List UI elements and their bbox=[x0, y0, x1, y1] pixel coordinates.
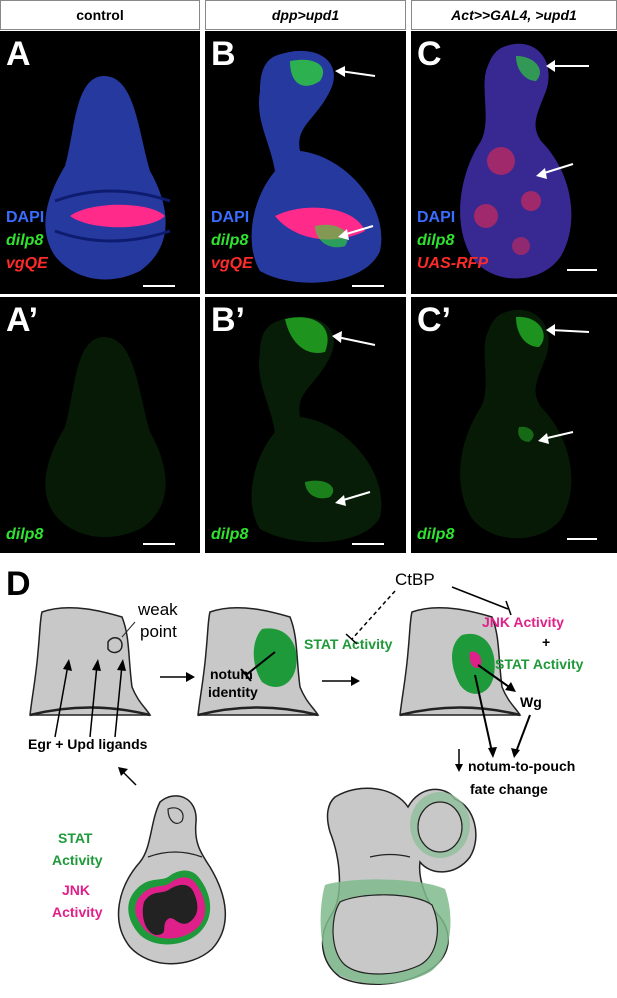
stain-vgqe: vgQE bbox=[211, 255, 253, 272]
stat-activity-label: STAT Activity bbox=[304, 636, 393, 652]
disc-stage-3: JNK Activity + STAT Activity Wg bbox=[399, 606, 584, 758]
panel-c-prime: C’ dilp8 bbox=[411, 297, 617, 553]
legend-jnk-1: JNK bbox=[62, 882, 90, 898]
stain-dilp8: dilp8 bbox=[417, 232, 455, 249]
fate-change-label-1: notum-to-pouch bbox=[468, 758, 575, 774]
panel-a: A DAPI dilp8 vgQE bbox=[0, 31, 200, 294]
stain-dilp8: dilp8 bbox=[417, 526, 455, 543]
stain-dapi: DAPI bbox=[211, 209, 250, 226]
header-dpp-upd1: dpp>upd1 bbox=[205, 0, 406, 30]
disc-image-b bbox=[251, 50, 382, 283]
scale-bar bbox=[567, 269, 597, 271]
disc-stage-1: weak point Egr + Upd ligands bbox=[28, 600, 178, 752]
stain-uas-rfp: UAS-RFP bbox=[417, 255, 489, 272]
weak-point-label-2: point bbox=[140, 622, 177, 641]
panel-c: C DAPI dilp8 UAS-RFP bbox=[411, 31, 617, 294]
wg-label: Wg bbox=[520, 694, 542, 710]
legend-jnk-2: Activity bbox=[52, 904, 103, 920]
fate-change-label-2: fate change bbox=[470, 781, 548, 797]
disc-fate-change bbox=[320, 787, 477, 985]
scale-bar bbox=[352, 285, 384, 287]
notum-label-2: identity bbox=[208, 684, 258, 700]
header-control: control bbox=[0, 0, 200, 30]
stain-dilp8: dilp8 bbox=[6, 232, 44, 249]
panel-b-label: B bbox=[211, 35, 236, 73]
stain-dapi: DAPI bbox=[6, 209, 45, 226]
disc-stage-0: STAT Activity JNK Activity bbox=[52, 795, 226, 965]
stain-dilp8: dilp8 bbox=[211, 232, 249, 249]
weak-point-label-1: weak bbox=[137, 600, 178, 619]
disc-image-b-prime bbox=[251, 316, 382, 543]
disc-image-c-prime bbox=[460, 309, 590, 539]
diagram-label: D bbox=[6, 565, 31, 603]
plus-label: + bbox=[542, 634, 550, 650]
panel-c-label: C bbox=[417, 35, 442, 73]
scale-bar bbox=[143, 285, 175, 287]
stain-dilp8: dilp8 bbox=[211, 526, 249, 543]
disc-stage-2: STAT Activity notum identity bbox=[197, 606, 393, 717]
legend-stat-2: Activity bbox=[52, 852, 103, 868]
header-act-gal4-upd1: Act>>GAL4, >upd1 bbox=[411, 0, 617, 30]
panel-a-prime-label: A’ bbox=[6, 301, 39, 339]
notum-label-1: notum bbox=[210, 666, 253, 682]
stain-dapi: DAPI bbox=[417, 209, 456, 226]
panel-a-prime: A’ dilp8 bbox=[0, 297, 200, 553]
diagram-d: D weak point Egr + Upd ligands STAT Acti… bbox=[0, 557, 617, 998]
jnk-activity-label: JNK Activity bbox=[482, 614, 564, 630]
stain-dilp8: dilp8 bbox=[6, 526, 44, 543]
scale-bar bbox=[143, 543, 175, 545]
ctbp-label: CtBP bbox=[395, 570, 435, 589]
stain-vgqe: vgQE bbox=[6, 255, 48, 272]
disc-image-c bbox=[460, 43, 589, 279]
legend-stat-1: STAT bbox=[58, 830, 93, 846]
scale-bar bbox=[352, 543, 384, 545]
panel-b-prime: B’ dilp8 bbox=[205, 297, 406, 553]
panel-b: B DAPI dilp8 vgQE bbox=[205, 31, 406, 294]
panel-b-prime-label: B’ bbox=[211, 301, 245, 339]
stat-activity-label-2: STAT Activity bbox=[495, 656, 584, 672]
disc-image-a-prime bbox=[45, 337, 166, 538]
scale-bar bbox=[567, 538, 597, 540]
panel-c-prime-label: C’ bbox=[417, 301, 451, 339]
panel-a-label: A bbox=[6, 35, 31, 73]
disc-image-a bbox=[45, 76, 171, 280]
ligands-label: Egr + Upd ligands bbox=[28, 736, 148, 752]
